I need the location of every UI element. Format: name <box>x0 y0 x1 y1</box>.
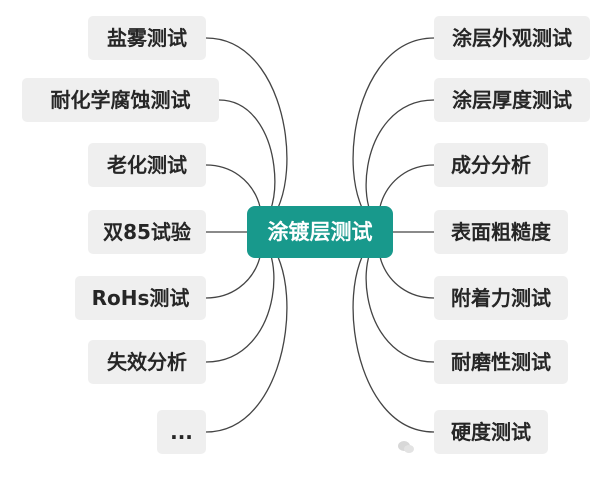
node-left-7: ... <box>157 410 206 454</box>
node-left-3: 老化测试 <box>88 143 206 187</box>
node-right-4: 表面粗糙度 <box>434 210 568 254</box>
link-left-1 <box>205 37 288 233</box>
node-left-5: RoHs测试 <box>75 276 206 320</box>
node-left-2: 耐化学腐蚀测试 <box>22 78 219 122</box>
node-left-4: 双85试验 <box>88 210 206 254</box>
node-right-6: 耐磨性测试 <box>434 340 568 384</box>
node-left-1: 盐雾测试 <box>88 16 206 60</box>
node-right-5: 附着力测试 <box>434 276 568 320</box>
center-topic: 涂镀层测试 <box>247 206 393 258</box>
link-right-7 <box>352 231 435 433</box>
node-right-3: 成分分析 <box>434 143 548 187</box>
link-left-7 <box>205 231 288 433</box>
link-right-1 <box>352 37 435 233</box>
node-right-7: 硬度测试 <box>434 410 548 454</box>
node-right-1: 涂层外观测试 <box>434 16 590 60</box>
node-left-6: 失效分析 <box>88 340 206 384</box>
wechat-icon <box>398 440 414 458</box>
watermark <box>398 440 418 458</box>
node-right-2: 涂层厚度测试 <box>434 78 590 122</box>
